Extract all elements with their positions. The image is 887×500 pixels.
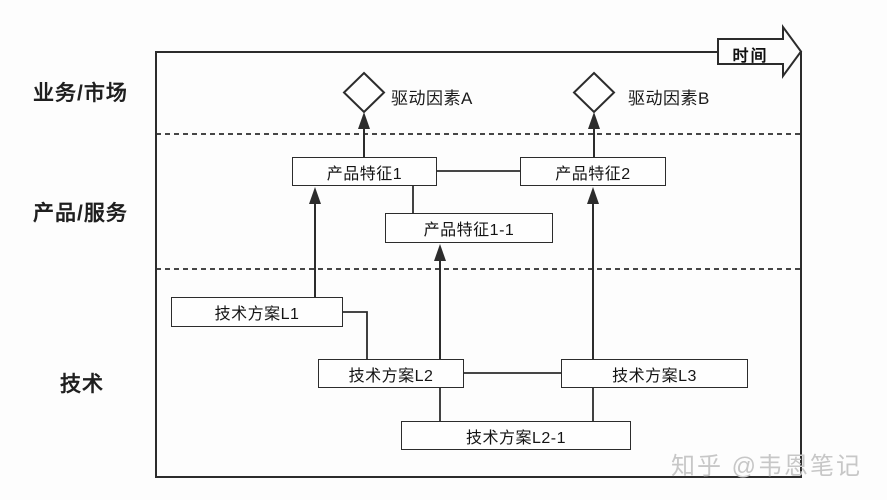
- node-tech-l3: 技术方案L3: [561, 359, 748, 388]
- node-tech-l1: 技术方案L1: [171, 297, 343, 327]
- lane-label-product-service: 产品/服务: [33, 202, 128, 225]
- node-feature-2: 产品特征2: [520, 157, 666, 186]
- arrowhead-feature2: [587, 187, 599, 204]
- node-tech-l2-1: 技术方案L2-1: [401, 421, 631, 450]
- zhihu-watermark: 知乎 @韦恩笔记: [671, 453, 863, 480]
- arrowhead-driver-a: [358, 112, 370, 129]
- node-tech-l2: 技术方案L2: [318, 359, 464, 388]
- driver-b-diamond: [572, 71, 616, 114]
- node-feature-1-1: 产品特征1-1: [385, 213, 553, 243]
- lane-label-business-market: 业务/市场: [33, 82, 128, 105]
- node-feature-1: 产品特征1: [292, 157, 437, 186]
- driver-b-label: 驱动因素B: [628, 89, 710, 108]
- connector-techl1-techl2: [342, 311, 368, 360]
- arrowhead-feature1-1: [434, 244, 446, 261]
- time-arrow-banner: [717, 23, 803, 80]
- arrowhead-feature1: [309, 187, 321, 204]
- arrowhead-driver-b: [588, 112, 600, 129]
- driver-a-label: 驱动因素A: [391, 89, 473, 108]
- driver-a-diamond: [342, 71, 386, 114]
- time-banner-label: 时间: [732, 48, 769, 65]
- lane-label-technology: 技术: [60, 373, 104, 396]
- diagram-frame: [155, 51, 802, 478]
